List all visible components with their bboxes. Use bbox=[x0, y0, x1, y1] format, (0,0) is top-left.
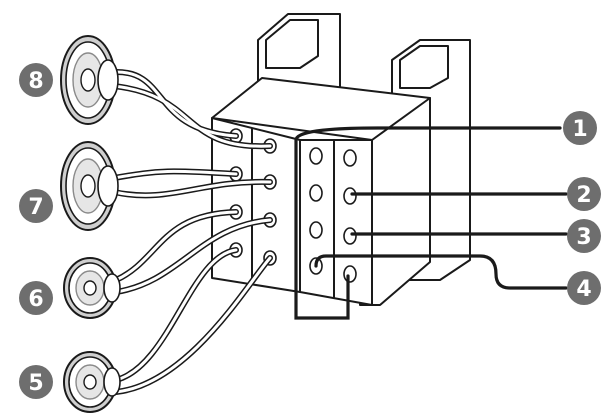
callout-badge-7: 7 bbox=[19, 189, 53, 223]
callout-badge-4: 4 bbox=[567, 271, 601, 305]
callout-5-label: 5 bbox=[28, 371, 43, 396]
connector-rear-notch-left bbox=[265, 19, 319, 69]
callout-2-label: 2 bbox=[576, 183, 591, 208]
callout-badge-8: 8 bbox=[19, 63, 53, 97]
callout-7-label: 7 bbox=[28, 195, 43, 220]
connector-rear-notch-right bbox=[399, 45, 449, 89]
callout-badge-1: 1 bbox=[563, 111, 597, 145]
callout-badge-2: 2 bbox=[567, 177, 601, 211]
callout-6-label: 6 bbox=[28, 287, 43, 312]
speaker-icon bbox=[63, 351, 121, 413]
callout-badge-6: 6 bbox=[19, 281, 53, 315]
speaker-icon bbox=[60, 141, 119, 231]
lead-wires bbox=[294, 126, 568, 320]
callout-1-label: 1 bbox=[572, 117, 587, 142]
connector-front-face-right bbox=[299, 139, 373, 306]
connector-pins-right bbox=[343, 149, 357, 283]
callout-8-label: 8 bbox=[28, 69, 43, 94]
wire-1 bbox=[294, 126, 562, 320]
speaker-icon bbox=[60, 35, 119, 125]
wire-4 bbox=[314, 254, 568, 290]
iso-connector-icon bbox=[211, 13, 471, 306]
connector-pins-left bbox=[309, 147, 323, 275]
speaker-icon bbox=[63, 257, 121, 319]
connector-top-face bbox=[211, 77, 431, 141]
callout-4-label: 4 bbox=[576, 277, 591, 302]
callout-3-label: 3 bbox=[576, 225, 591, 250]
callout-badge-3: 3 bbox=[567, 219, 601, 253]
callout-badge-5: 5 bbox=[19, 365, 53, 399]
speaker-wires bbox=[111, 68, 273, 395]
